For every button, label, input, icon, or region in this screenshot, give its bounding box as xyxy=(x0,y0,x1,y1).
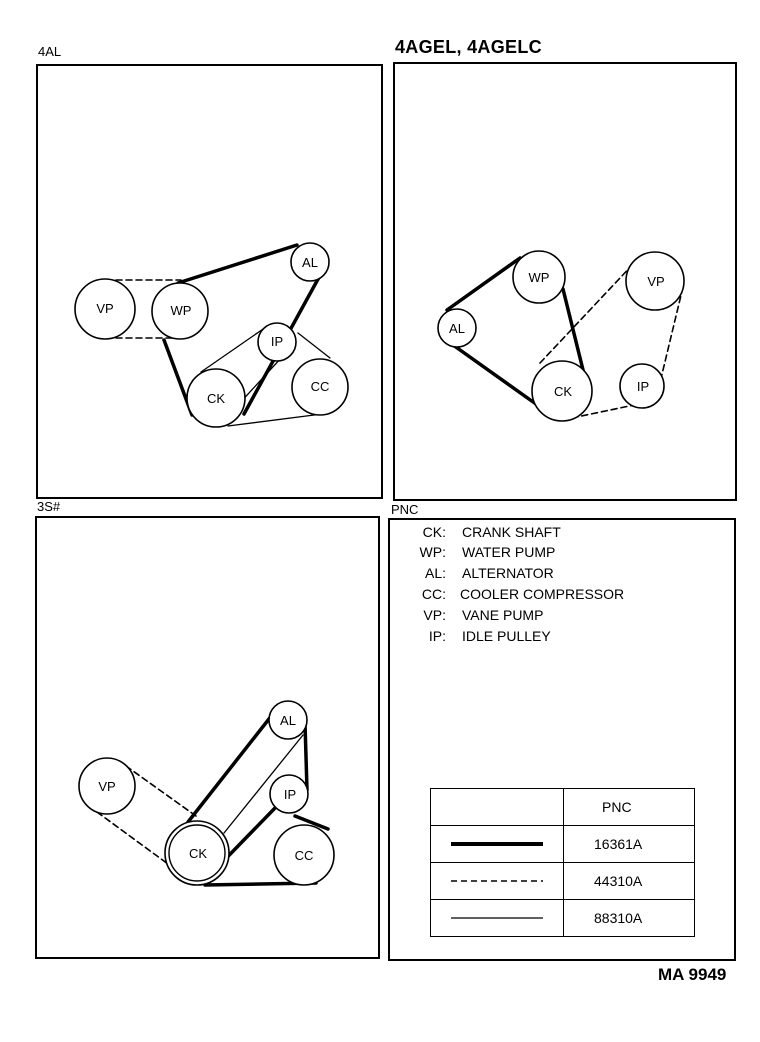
pulley-wp: WP xyxy=(529,270,550,285)
pulley-cc: CC xyxy=(311,379,330,394)
diagram-4al xyxy=(74,242,349,428)
pulley-ip: IP xyxy=(637,379,649,394)
pulley-al: AL xyxy=(449,321,465,336)
panel-legend xyxy=(388,518,736,961)
legend-abbr: IP: xyxy=(428,628,446,644)
pulley-ip: IP xyxy=(284,787,296,802)
table-cell xyxy=(430,788,564,826)
line-swatch-dashed xyxy=(430,862,564,900)
panel-4agel xyxy=(393,62,737,501)
panel-3s xyxy=(35,516,380,959)
legend-abbr: CC: xyxy=(421,586,446,602)
legend-name: COOLER COMPRESSOR xyxy=(460,586,625,602)
pnc-value: 44310A xyxy=(563,862,695,900)
pulley-ck: CK xyxy=(189,846,207,861)
table-header-pnc: PNC xyxy=(563,788,695,826)
legend-abbr: VP: xyxy=(423,607,446,623)
line-swatch-thick xyxy=(430,825,564,863)
legend-name: IDLE PULLEY xyxy=(462,628,551,644)
legend-name: CRANK SHAFT xyxy=(462,524,561,540)
figure-code: MA 9949 xyxy=(658,965,727,984)
table-row: 16361A xyxy=(430,825,695,863)
pnc-table: PNC 16361A 44310A 88310A xyxy=(430,788,695,937)
pulley-ck: CK xyxy=(554,384,572,399)
legend-name: VANE PUMP xyxy=(462,607,544,623)
panel-4al xyxy=(36,64,383,499)
legend-abbr: CK: xyxy=(422,524,446,540)
legend-name: ALTERNATOR xyxy=(462,565,554,581)
pulley-ip: IP xyxy=(271,334,283,349)
pulley-cc: CC xyxy=(295,848,314,863)
section-label-pnc: PNC xyxy=(391,502,419,517)
diagram-4agel xyxy=(437,250,685,422)
pulley-al: AL xyxy=(302,255,318,270)
table-row: 88310A xyxy=(430,899,695,937)
pulley-al: AL xyxy=(280,713,296,728)
pnc-value: 16361A xyxy=(563,825,695,863)
pulley-wp: WP xyxy=(171,303,192,318)
pulley-vp: VP xyxy=(98,779,115,794)
section-label-4al: 4AL xyxy=(38,44,62,59)
pulley-vp: VP xyxy=(647,274,664,289)
legend-name: WATER PUMP xyxy=(462,544,556,560)
pnc-value: 88310A xyxy=(563,899,695,937)
line-swatch-thin xyxy=(430,899,564,937)
legend-abbr: AL: xyxy=(424,565,446,581)
table-header-row: PNC xyxy=(430,788,695,826)
section-label-3s: 3S# xyxy=(37,499,61,514)
pulley-vp: VP xyxy=(96,301,113,316)
pulley-ck: CK xyxy=(207,391,225,406)
diagram-3s xyxy=(78,700,335,887)
page-title: 4AGEL, 4AGELC xyxy=(395,37,542,57)
legend-abbr: WP: xyxy=(419,544,446,560)
table-row: 44310A xyxy=(430,862,695,900)
